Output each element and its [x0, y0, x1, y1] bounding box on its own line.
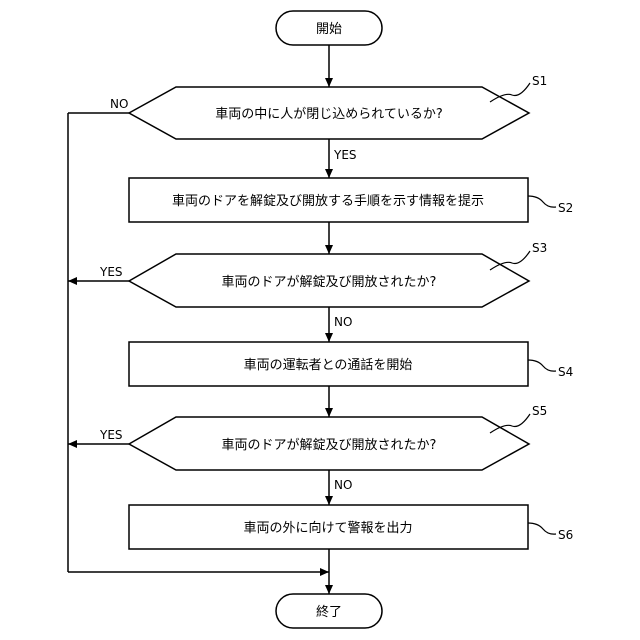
decision-s5: 車両のドアが解錠及び開放されたか? [129, 417, 529, 470]
s5-no-label: NO [334, 478, 352, 492]
s1-no-label: NO [110, 97, 128, 111]
s3-no-label: NO [334, 315, 352, 329]
decision-s1-text: 車両の中に人が閉じ込められているか? [215, 107, 443, 122]
s5-id: S5 [532, 404, 547, 418]
s6-leader [528, 523, 556, 534]
start-label: 開始 [316, 22, 342, 37]
process-s6-text: 車両の外に向けて警報を出力 [243, 520, 412, 536]
end-terminal: 終了 [276, 594, 382, 628]
process-s2: 車両のドアを解錠及び開放する手順を示す情報を提示 [129, 178, 528, 222]
s2-leader [528, 196, 556, 207]
s4-leader [528, 360, 556, 371]
s4-id: S4 [558, 365, 573, 379]
decision-s5-text: 車両のドアが解錠及び開放されたか? [222, 438, 437, 453]
process-s6: 車両の外に向けて警報を出力 [129, 505, 528, 549]
s2-id: S2 [558, 201, 573, 215]
process-s4: 車両の運転者との通話を開始 [129, 342, 528, 386]
decision-s3: 車両のドアが解錠及び開放されたか? [129, 254, 529, 307]
s1-yes-label: YES [333, 148, 357, 162]
s1-id: S1 [532, 74, 547, 88]
process-s2-text: 車両のドアを解錠及び開放する手順を示す情報を提示 [172, 193, 484, 209]
decision-s1: 車両の中に人が閉じ込められているか? [129, 87, 529, 139]
s5-yes-label: YES [99, 428, 123, 442]
s3-id: S3 [532, 241, 547, 255]
decision-s3-text: 車両のドアが解錠及び開放されたか? [222, 275, 437, 290]
process-s4-text: 車両の運転者との通話を開始 [244, 357, 413, 373]
s6-id: S6 [558, 528, 573, 542]
s3-yes-label: YES [99, 265, 123, 279]
start-terminal: 開始 [276, 11, 382, 45]
end-label: 終了 [316, 604, 342, 620]
